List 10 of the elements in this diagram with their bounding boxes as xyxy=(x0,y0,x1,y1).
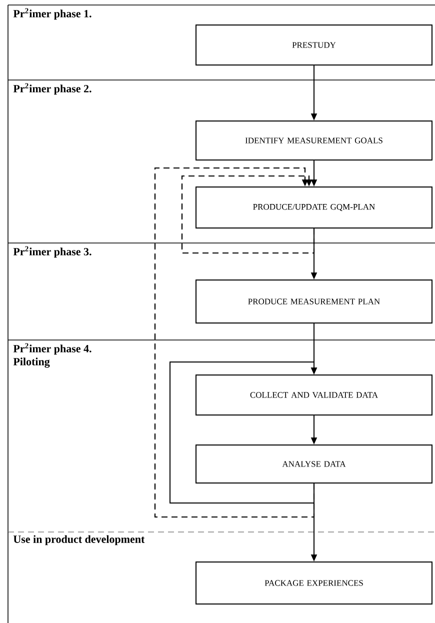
process-box: COLLECT AND VALIDATE DATA xyxy=(196,374,432,416)
process-box: PRODUCE/UPDATE GQM-PLAN xyxy=(196,186,432,228)
dashed-loop-arrow xyxy=(154,167,315,518)
process-box: PRESTUDY xyxy=(196,24,432,66)
loop-arrow xyxy=(170,362,318,504)
process-box: IDENTIFY MEASUREMENT GOALS xyxy=(196,120,432,160)
process-box: ANALYSE DATA xyxy=(196,444,432,484)
process-box: PRODUCE MEASUREMENT PLAN xyxy=(196,280,432,324)
dashed-loop-arrow xyxy=(181,175,315,254)
process-box: PACKAGE EXPERIENCES xyxy=(196,562,432,604)
